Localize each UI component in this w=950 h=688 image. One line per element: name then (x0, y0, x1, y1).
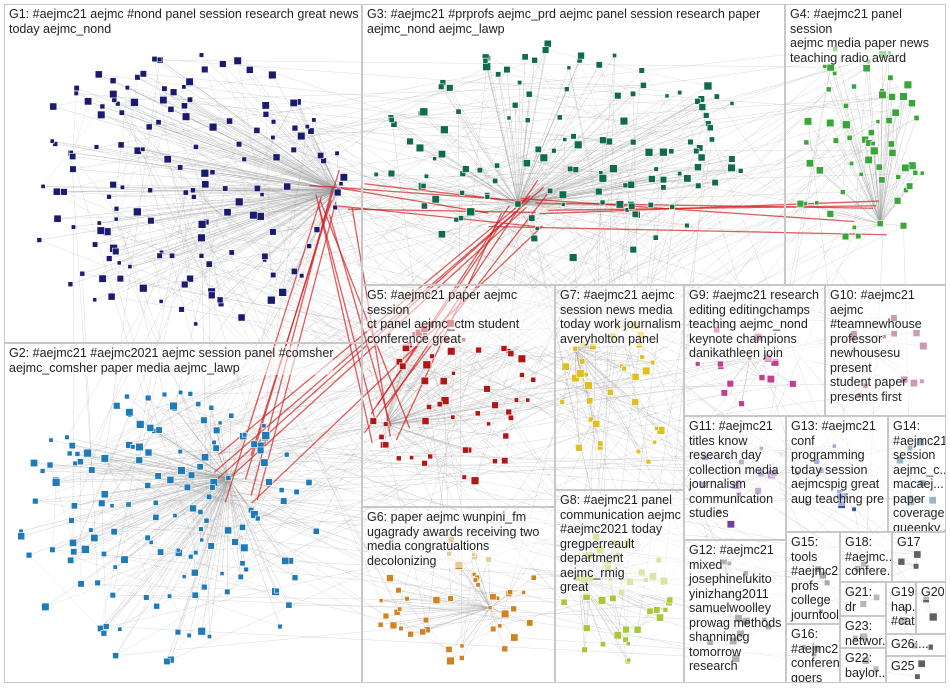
group-panel-g14[interactable]: G14: #aejmc21 session aejmc_c... macaej.… (888, 416, 946, 532)
group-panel-g2[interactable]: G2: #aejmc21 #aejmc2021 aejmc session pa… (4, 343, 362, 683)
group-panel-g23[interactable]: G23: networ... (840, 616, 886, 648)
group-label-g3: G3: #aejmc21 #prprofs aejmc_prd aejmc pa… (367, 7, 760, 36)
group-label-g23: G23: networ... (845, 619, 886, 648)
group-label-g20: G20 (921, 585, 945, 600)
group-label-g4: G4: #aejmc21 panel session aejmc media p… (790, 7, 945, 65)
group-panel-g16[interactable]: G16: #aejmc21 conferen... goers (786, 624, 840, 683)
group-label-g1: G1: #aejmc21 aejmc #nond panel session r… (9, 7, 359, 36)
group-label-g19: G19: hap... #cat... (891, 585, 916, 629)
group-panel-g7[interactable]: G7: #aejmc21 aejmc session news media to… (555, 285, 684, 490)
group-panel-g10[interactable]: G10: #aejmc21 aejmc #teamnewhouse profes… (825, 285, 946, 416)
group-panel-g5[interactable]: G5: #aejmc21 paper aejmc session ct pane… (362, 285, 555, 507)
group-label-g21: G22: baylor... (845, 651, 886, 680)
group-panel-g15[interactable]: G15: tools #aejmc21 profs college journt… (786, 532, 840, 624)
group-label-g15: G15: tools #aejmc21 profs college journt… (791, 535, 840, 622)
group-label-g6: G6: paper aejmc wunpini_fm ugagrady awar… (367, 510, 554, 568)
group-panel-g18[interactable]: G18: #aejmc... confere... (840, 532, 892, 582)
group-panel-g11[interactable]: G11: #aejmc21 titles know research day c… (684, 416, 786, 540)
group-label-g7: G7: #aejmc21 aejmc session news media to… (560, 288, 681, 346)
group-panel-g6[interactable]: G6: paper aejmc wunpini_fm ugagrady awar… (362, 507, 555, 683)
group-panel-g25[interactable]: G25 (886, 656, 946, 683)
group-panel-g4[interactable]: G4: #aejmc21 panel session aejmc media p… (785, 4, 946, 285)
group-label-g12: G12: #aejmc21 mixed josephinelukito yini… (689, 543, 785, 674)
group-panel-g8[interactable]: G8: #aejmc21 panel communication aejmc #… (555, 490, 684, 683)
group-label-g11: G11: #aejmc21 titles know research day c… (689, 419, 779, 521)
group-panel-g3[interactable]: G3: #aejmc21 #prprofs aejmc_prd aejmc pa… (362, 4, 785, 285)
group-panel-g19[interactable]: G19: hap... #cat... (886, 582, 916, 634)
group-label-g8: G8: #aejmc21 panel communication aejmc #… (560, 493, 683, 595)
group-panel-g13[interactable]: G13: #aejmc21 conf programming today ses… (786, 416, 888, 532)
group-panel-g21[interactable]: G22: baylor... (840, 648, 886, 683)
group-panel-g26[interactable]: G26:... (886, 634, 946, 656)
group-label-g26: G26:... (891, 637, 929, 652)
group-label-g17: G17 (897, 535, 921, 550)
group-label-g2: G2: #aejmc21 #aejmc2021 aejmc session pa… (9, 346, 333, 375)
group-label-g25: G25 (891, 659, 915, 674)
group-panel-g9[interactable]: G9: #aejmc21 research editing editingcha… (684, 285, 825, 416)
group-label-g9: G9: #aejmc21 research editing editingcha… (689, 288, 819, 361)
group-panel-g17[interactable]: G17 (892, 532, 946, 582)
group-panel-g1[interactable]: G1: #aejmc21 aejmc #nond panel session r… (4, 4, 362, 343)
group-label-g5: G5: #aejmc21 paper aejmc session ct pane… (367, 288, 554, 346)
group-label-g18: G18: #aejmc... confere... (845, 535, 892, 579)
group-panel-g12[interactable]: G12: #aejmc21 mixed josephinelukito yini… (684, 540, 786, 683)
group-label-g22: G21: dr mic... (845, 585, 885, 616)
group-panel-g20[interactable]: G20 (916, 582, 946, 634)
group-label-g14: G14: #aejmc21 session aejmc_c... macaej.… (893, 419, 946, 532)
group-label-g13: G13: #aejmc21 conf programming today ses… (791, 419, 887, 506)
group-label-g16: G16: #aejmc21 conferen... goers (791, 627, 840, 683)
group-panel-g22[interactable]: G21: dr mic... (840, 582, 886, 616)
group-label-g10: G10: #aejmc21 aejmc #teamnewhouse profes… (830, 288, 945, 404)
